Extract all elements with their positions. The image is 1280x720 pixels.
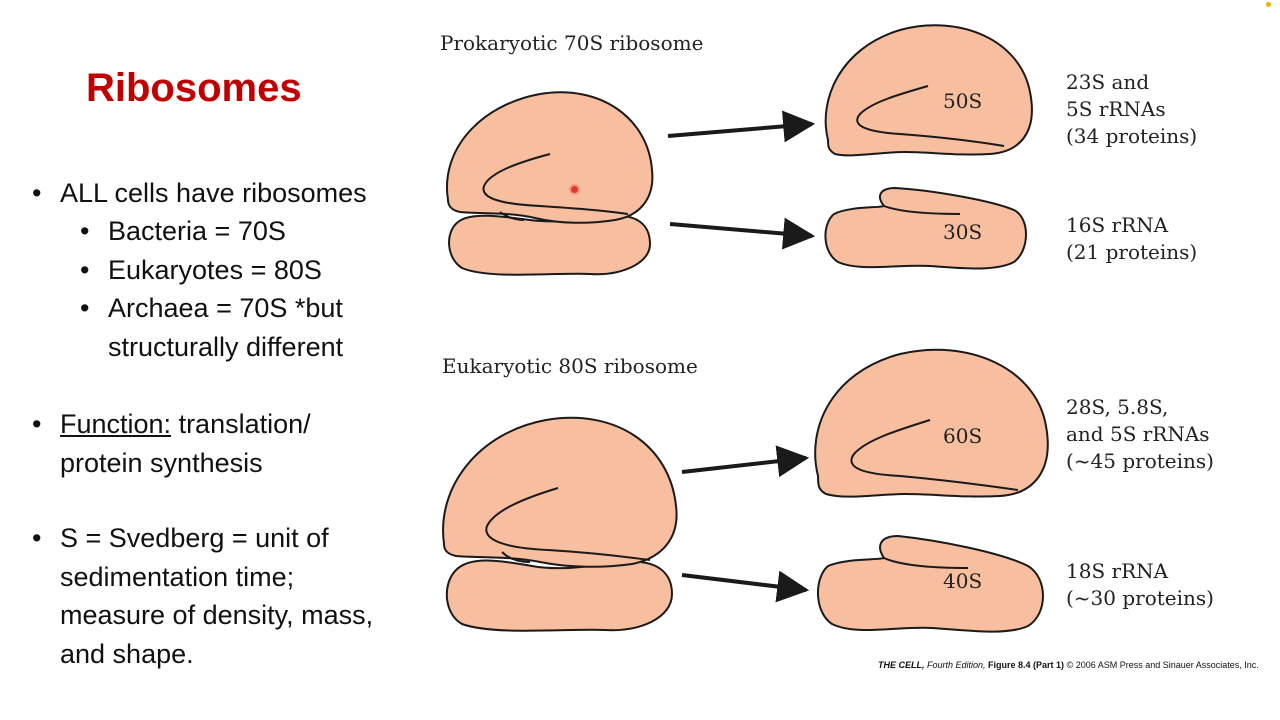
- desc-50s-line: 5S rRNAs: [1066, 97, 1166, 121]
- desc-30s-line: (21 proteins): [1066, 240, 1198, 264]
- desc-50s-line: (34 proteins): [1066, 124, 1198, 148]
- desc-40s: 18S rRNA (~30 proteins): [1066, 558, 1214, 612]
- slide-title: Ribosomes: [86, 66, 302, 110]
- bullet-archaea: Archaea = 70S *but structurally differen…: [78, 289, 408, 366]
- label-30s: 30S: [943, 220, 983, 244]
- eukaryotic-80s-ribosome: [442, 416, 678, 632]
- arrow-to-40s: [681, 570, 810, 603]
- desc-50s: 23S and 5S rRNAs (34 proteins): [1066, 69, 1197, 150]
- laser-pointer-dot: [571, 186, 578, 193]
- arrow-to-50s: [667, 110, 816, 143]
- desc-40s-line: (~30 proteins): [1066, 586, 1214, 610]
- subunit-40s-shape: [816, 535, 1044, 633]
- subunit-30s-shape: [824, 187, 1027, 270]
- desc-40s-line: 18S rRNA: [1066, 559, 1169, 583]
- credit-figure: Figure 8.4 (Part 1): [985, 660, 1065, 670]
- svedberg-line-2: sedimentation time;: [60, 561, 295, 592]
- prokaryotic-small-part: [448, 214, 651, 276]
- figure-credit: THE CELL, Fourth Edition, Figure 8.4 (Pa…: [878, 660, 1259, 670]
- desc-60s-line: 28S, 5.8S,: [1066, 395, 1169, 419]
- label-40s: 40S: [943, 569, 983, 593]
- svedberg-line-1: S = Svedberg = unit of: [60, 523, 329, 553]
- svedberg-line-3: measure of density, mass,: [60, 600, 374, 630]
- subunit-60s-shape: [814, 348, 1049, 498]
- desc-60s-line: (~45 proteins): [1066, 449, 1214, 473]
- svedberg-line-4: and shape.: [60, 638, 194, 669]
- prokaryotic-large-part: [446, 91, 654, 224]
- archaea-line-2: structurally different: [108, 331, 344, 362]
- desc-60s-line: and 5S rRNAs: [1066, 422, 1210, 446]
- eukaryotic-small-part: [445, 559, 673, 632]
- prokaryotic-70s-ribosome: [446, 91, 654, 276]
- eukaryotic-large-part: [442, 416, 678, 568]
- bullet-function: Function: translation/ protein synthesis: [30, 405, 440, 482]
- bullet-svedberg: S = Svedberg = unit of sedimentation tim…: [30, 519, 440, 673]
- desc-60s: 28S, 5.8S, and 5S rRNAs (~45 proteins): [1066, 394, 1214, 475]
- function-line-1: translation/: [171, 409, 311, 439]
- desc-30s: 16S rRNA (21 proteins): [1066, 212, 1197, 266]
- status-indicator-dot: [1266, 2, 1271, 7]
- function-label: Function:: [60, 409, 172, 439]
- subunit-50s-shape: [824, 24, 1033, 157]
- prokaryotic-title: Prokaryotic 70S ribosome: [440, 31, 704, 55]
- credit-edition: Fourth Edition,: [924, 660, 986, 670]
- arrow-to-30s: [669, 217, 816, 250]
- credit-copyright: © 2006 ASM Press and Sinauer Associates,…: [1064, 660, 1259, 670]
- archaea-line-1: Archaea = 70S *but: [108, 293, 343, 323]
- bullet-eukaryotes: Eukaryotes = 80S: [78, 251, 408, 290]
- bullet-all-cells: ALL cells have ribosomes: [30, 174, 440, 213]
- eukaryotic-title: Eukaryotic 80S ribosome: [442, 354, 698, 378]
- desc-50s-line: 23S and: [1066, 70, 1150, 94]
- bullet-bacteria: Bacteria = 70S: [78, 212, 408, 251]
- label-60s: 60S: [943, 424, 983, 448]
- arrow-to-60s: [681, 445, 810, 478]
- desc-30s-line: 16S rRNA: [1066, 213, 1169, 237]
- label-50s: 50S: [943, 89, 983, 113]
- credit-book: THE CELL,: [878, 660, 925, 670]
- function-line-2: protein synthesis: [60, 447, 263, 478]
